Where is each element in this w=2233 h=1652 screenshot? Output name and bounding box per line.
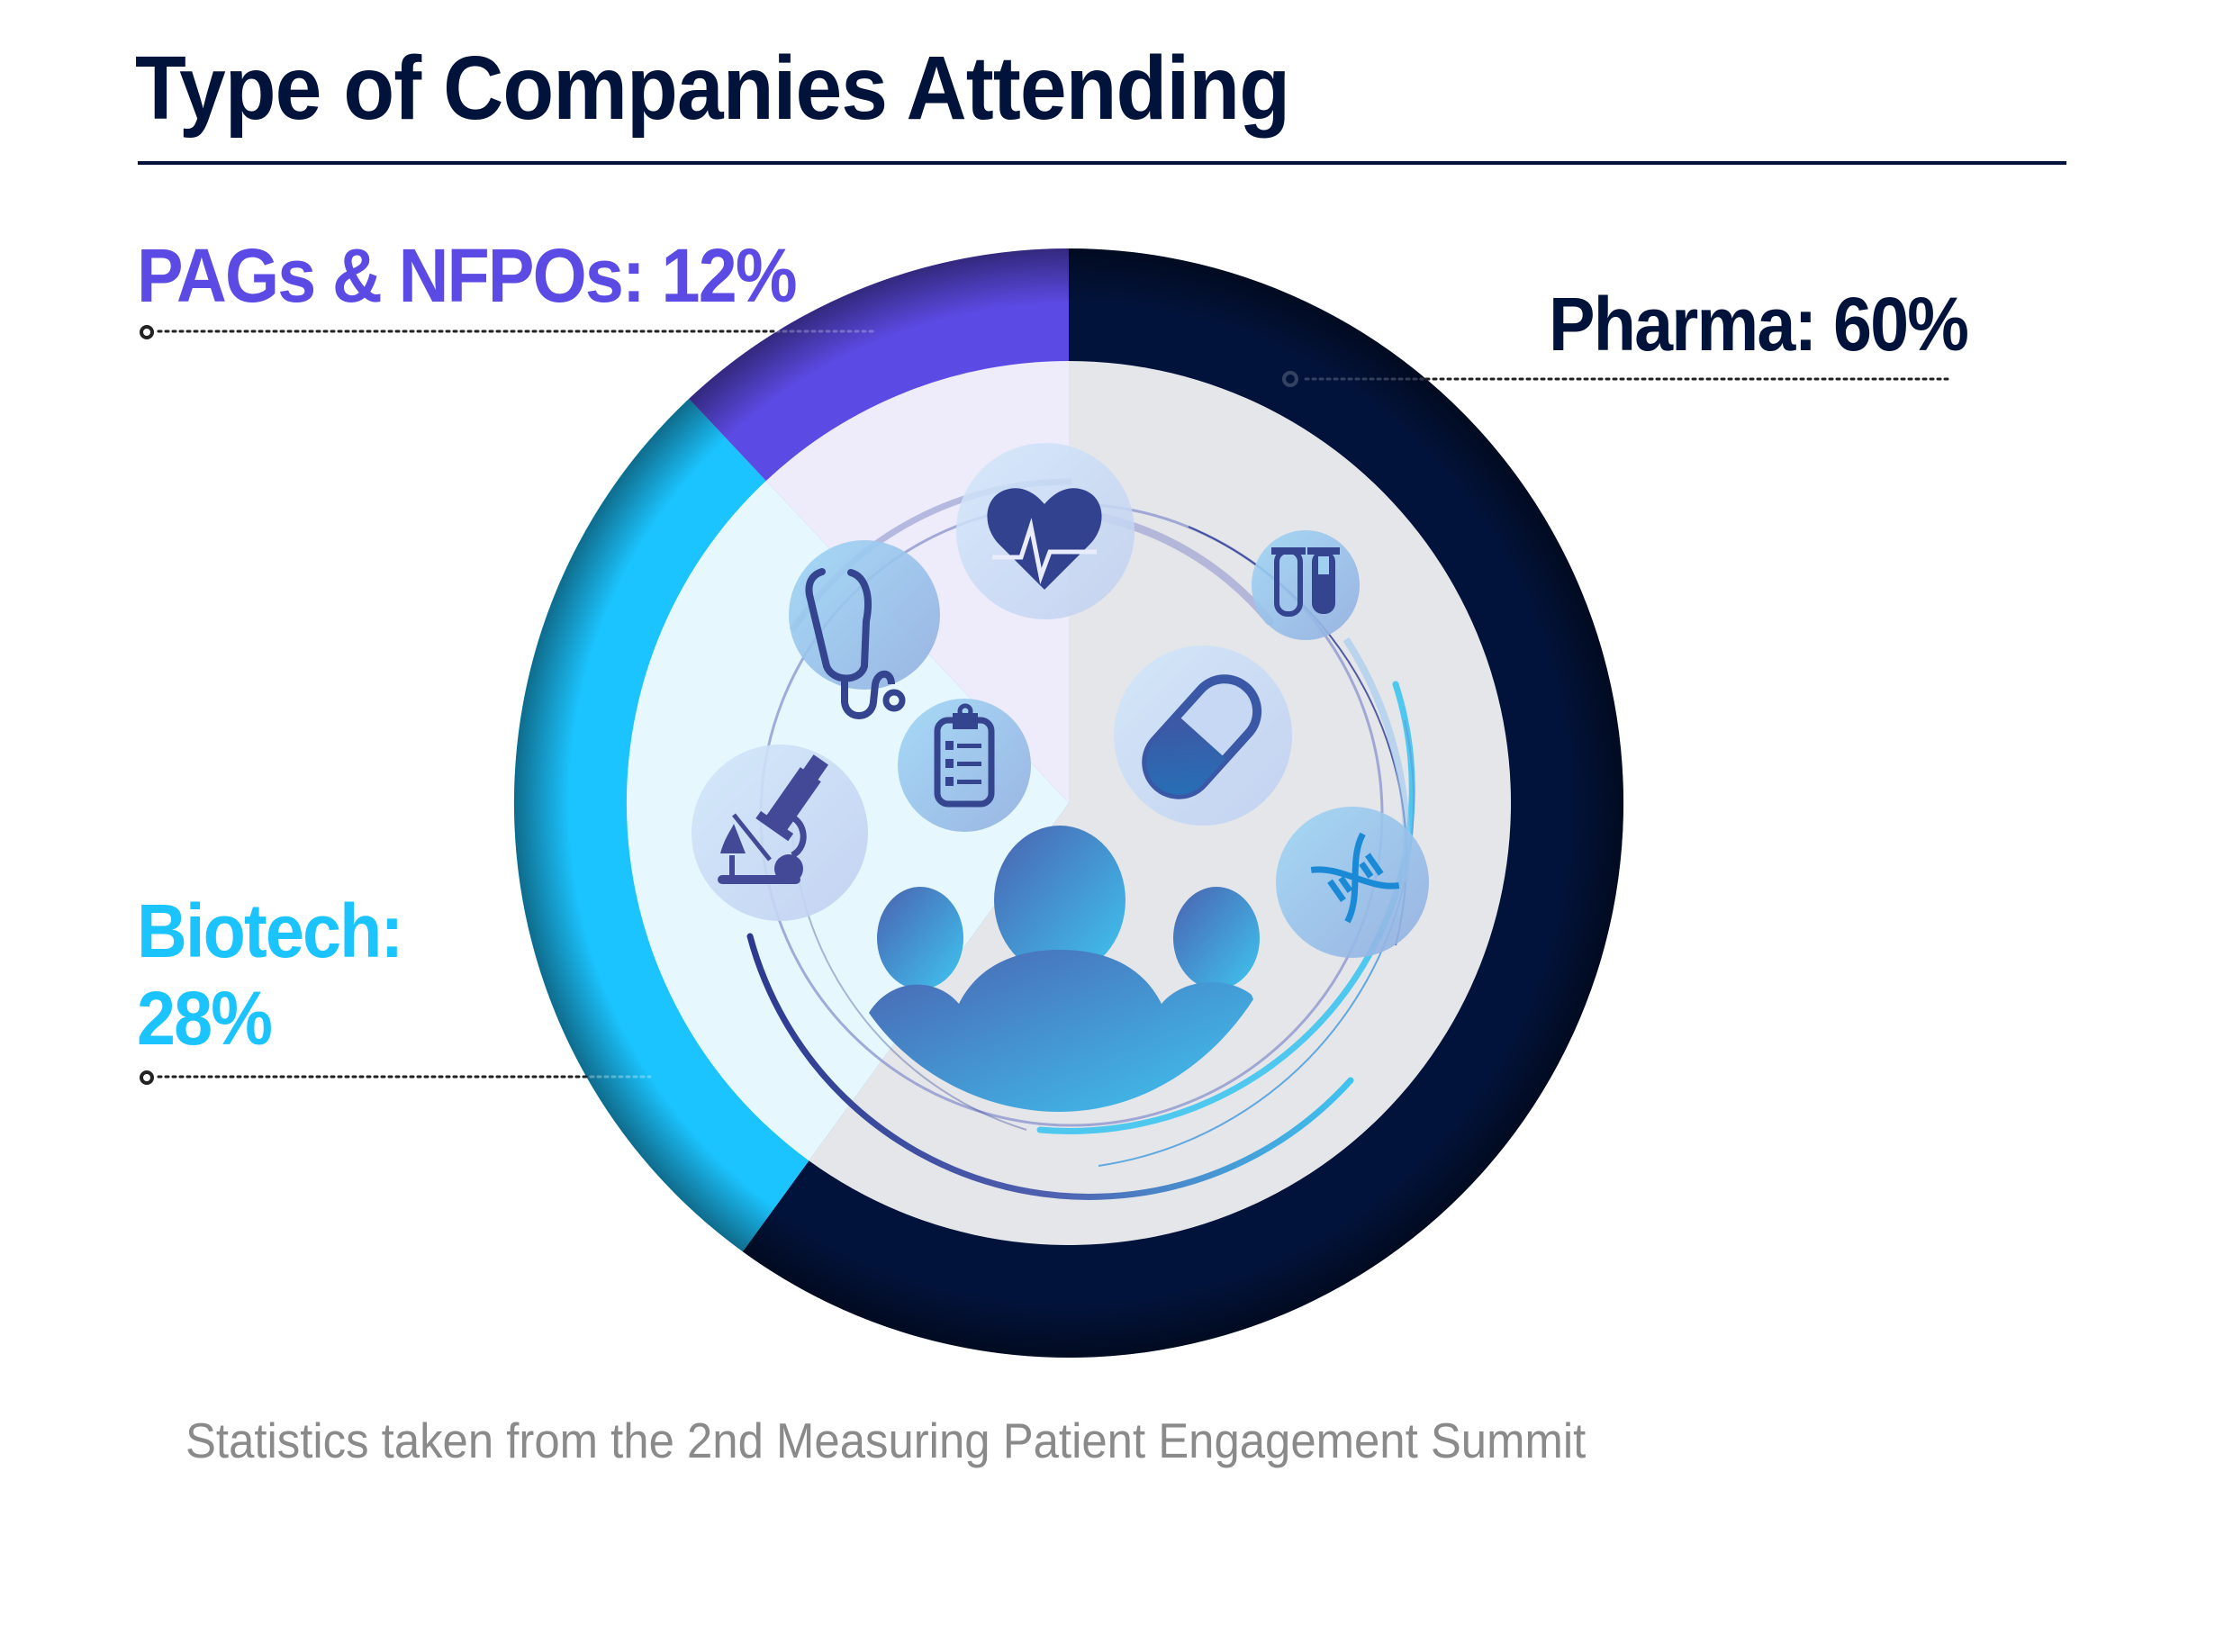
page-title: Type of Companies Attending (135, 38, 1290, 139)
label-biotech-value: 28% (137, 976, 273, 1061)
label-pags-nfpos: PAGs & NFPOs: 12% (137, 233, 798, 318)
label-pharma: Pharma: 60% (1549, 282, 1969, 366)
heart-pulse-icon (956, 443, 1135, 619)
label-biotech-name: Biotech: (137, 889, 403, 973)
clipboard-checklist-icon (898, 699, 1031, 832)
title-divider (138, 161, 2066, 165)
pill-capsule-icon (1114, 645, 1292, 826)
stethoscope-icon (789, 540, 940, 719)
test-tubes-icon (1252, 530, 1360, 640)
pags-leader-line (140, 325, 875, 339)
dna-helix-icon (1276, 807, 1429, 958)
source-note: Statistics taken from the 2nd Measuring … (185, 1413, 1587, 1468)
people-group-icon (869, 826, 1260, 1112)
pharma-leader-line (1282, 371, 1954, 387)
label-biotech: Biotech: 28% (137, 888, 403, 1062)
microscope-icon (692, 745, 868, 921)
biotech-leader-line (140, 1070, 652, 1085)
